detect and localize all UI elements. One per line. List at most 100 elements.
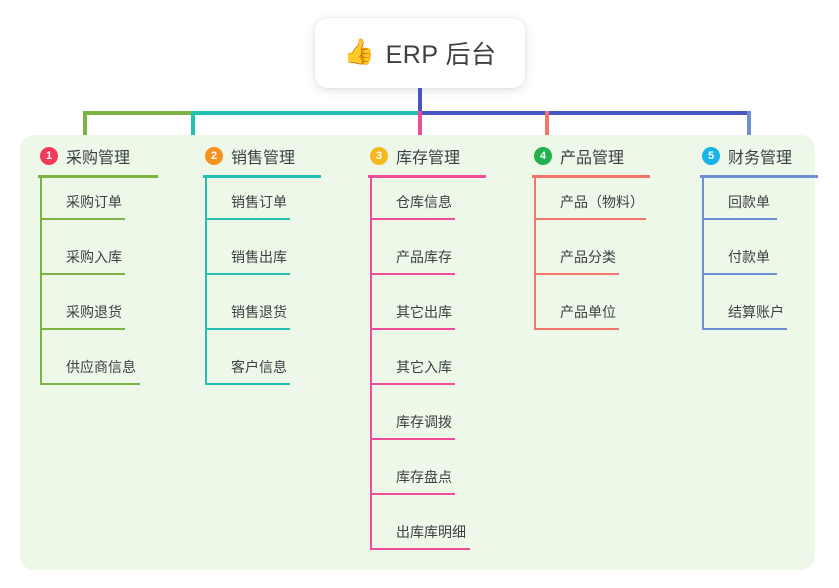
list-item-rule [702,328,787,330]
list-item[interactable]: 采购入库 [38,233,158,288]
list-item-rule [40,218,125,220]
column-rule-4 [532,175,650,178]
column-spine-5 [702,178,704,330]
drop-col-2 [191,111,195,139]
list-item-rule [205,383,290,385]
column-title-1: 采购管理 [66,150,131,167]
list-item-label: 销售订单 [231,194,287,210]
column-header-5[interactable]: 5 财务管理 [700,145,818,167]
drop-col-1 [83,111,87,139]
list-item-label: 库存盘点 [396,469,452,485]
list-item-label: 采购退货 [66,304,122,320]
list-item[interactable]: 采购订单 [38,178,158,233]
list-item[interactable]: 回款单 [700,178,818,233]
thumbs-up-icon: 👍 [343,37,375,66]
column-header-4[interactable]: 4 产品管理 [532,145,650,167]
list-item-label: 付款单 [728,249,770,265]
column-badge-4: 4 [534,147,552,165]
list-item-rule [370,548,470,550]
column-rule-5 [700,175,818,178]
list-item-rule [370,273,455,275]
column-5: 5 财务管理回款单付款单结算账户 [700,145,818,343]
column-rule-3 [368,175,486,178]
list-item-label: 采购入库 [66,249,122,265]
list-item-rule [205,218,290,220]
list-item-label: 客户信息 [231,359,287,375]
list-item[interactable]: 采购退货 [38,288,158,343]
column-2: 2 销售管理销售订单销售出库销售退货客户信息 [203,145,321,398]
list-item[interactable]: 产品分类 [532,233,650,288]
list-item-rule [205,328,290,330]
list-item[interactable]: 库存调拨 [368,398,486,453]
list-item-rule [702,218,777,220]
column-spine-3 [370,178,372,550]
list-item[interactable]: 产品（物料） [532,178,650,233]
drop-col-4 [545,111,549,139]
root-node-content: 👍 ERP 后台 [343,35,496,71]
drop-col-3 [418,111,422,139]
list-item-rule [534,273,619,275]
column-badge-5: 5 [702,147,720,165]
list-item-rule [40,328,125,330]
list-item-label: 仓库信息 [396,194,452,210]
drop-col-5 [747,111,751,139]
column-rule-1 [38,175,158,178]
column-title-4: 产品管理 [560,150,625,167]
list-item-label: 采购订单 [66,194,122,210]
column-title-3: 库存管理 [396,150,461,167]
list-item[interactable]: 产品库存 [368,233,486,288]
list-item-label: 销售退货 [231,304,287,320]
list-item-rule [702,273,777,275]
column-items-5: 回款单付款单结算账户 [700,178,818,343]
list-item-label: 产品分类 [560,249,616,265]
list-item[interactable]: 付款单 [700,233,818,288]
list-item[interactable]: 库存盘点 [368,453,486,508]
list-item-label: 结算账户 [728,304,784,320]
list-item-label: 出库库明细 [396,524,466,540]
column-spine-1 [40,178,42,385]
list-item-rule [534,218,646,220]
column-header-2[interactable]: 2 销售管理 [203,145,321,167]
trunk-connector-vertical [418,88,422,113]
list-item[interactable]: 销售退货 [203,288,321,343]
column-title-2: 销售管理 [231,150,296,167]
list-item-rule [370,383,455,385]
column-items-3: 仓库信息产品库存其它出库其它入库库存调拨库存盘点出库库明细 [368,178,486,563]
list-item-rule [370,218,455,220]
list-item-label: 产品（物料） [560,194,644,210]
column-badge-2: 2 [205,147,223,165]
column-title-5: 财务管理 [728,150,793,167]
list-item-rule [370,493,455,495]
column-spine-4 [534,178,536,330]
column-items-4: 产品（物料） 产品分类产品单位 [532,178,650,343]
root-node-title: ERP 后台 [385,41,497,69]
list-item[interactable]: 产品单位 [532,288,650,343]
list-item-label: 销售出库 [231,249,287,265]
column-items-2: 销售订单销售出库销售退货客户信息 [203,178,321,398]
list-item[interactable]: 其它入库 [368,343,486,398]
list-item[interactable]: 供应商信息 [38,343,158,398]
list-item[interactable]: 销售出库 [203,233,321,288]
list-item[interactable]: 仓库信息 [368,178,486,233]
list-item-label: 其它出库 [396,304,452,320]
list-item-label: 供应商信息 [66,359,136,375]
list-item[interactable]: 客户信息 [203,343,321,398]
list-item[interactable]: 销售订单 [203,178,321,233]
list-item-rule [40,273,125,275]
column-spine-2 [205,178,207,385]
column-4: 4 产品管理产品（物料） 产品分类产品单位 [532,145,650,343]
column-rule-2 [203,175,321,178]
list-item-label: 产品库存 [396,249,452,265]
list-item[interactable]: 其它出库 [368,288,486,343]
list-item-rule [370,438,455,440]
list-item[interactable]: 结算账户 [700,288,818,343]
diagram-panel [20,135,815,570]
bus-segment-green [83,111,191,115]
list-item-label: 其它入库 [396,359,452,375]
root-node-card[interactable]: 👍 ERP 后台 [315,18,525,88]
list-item[interactable]: 出库库明细 [368,508,486,563]
